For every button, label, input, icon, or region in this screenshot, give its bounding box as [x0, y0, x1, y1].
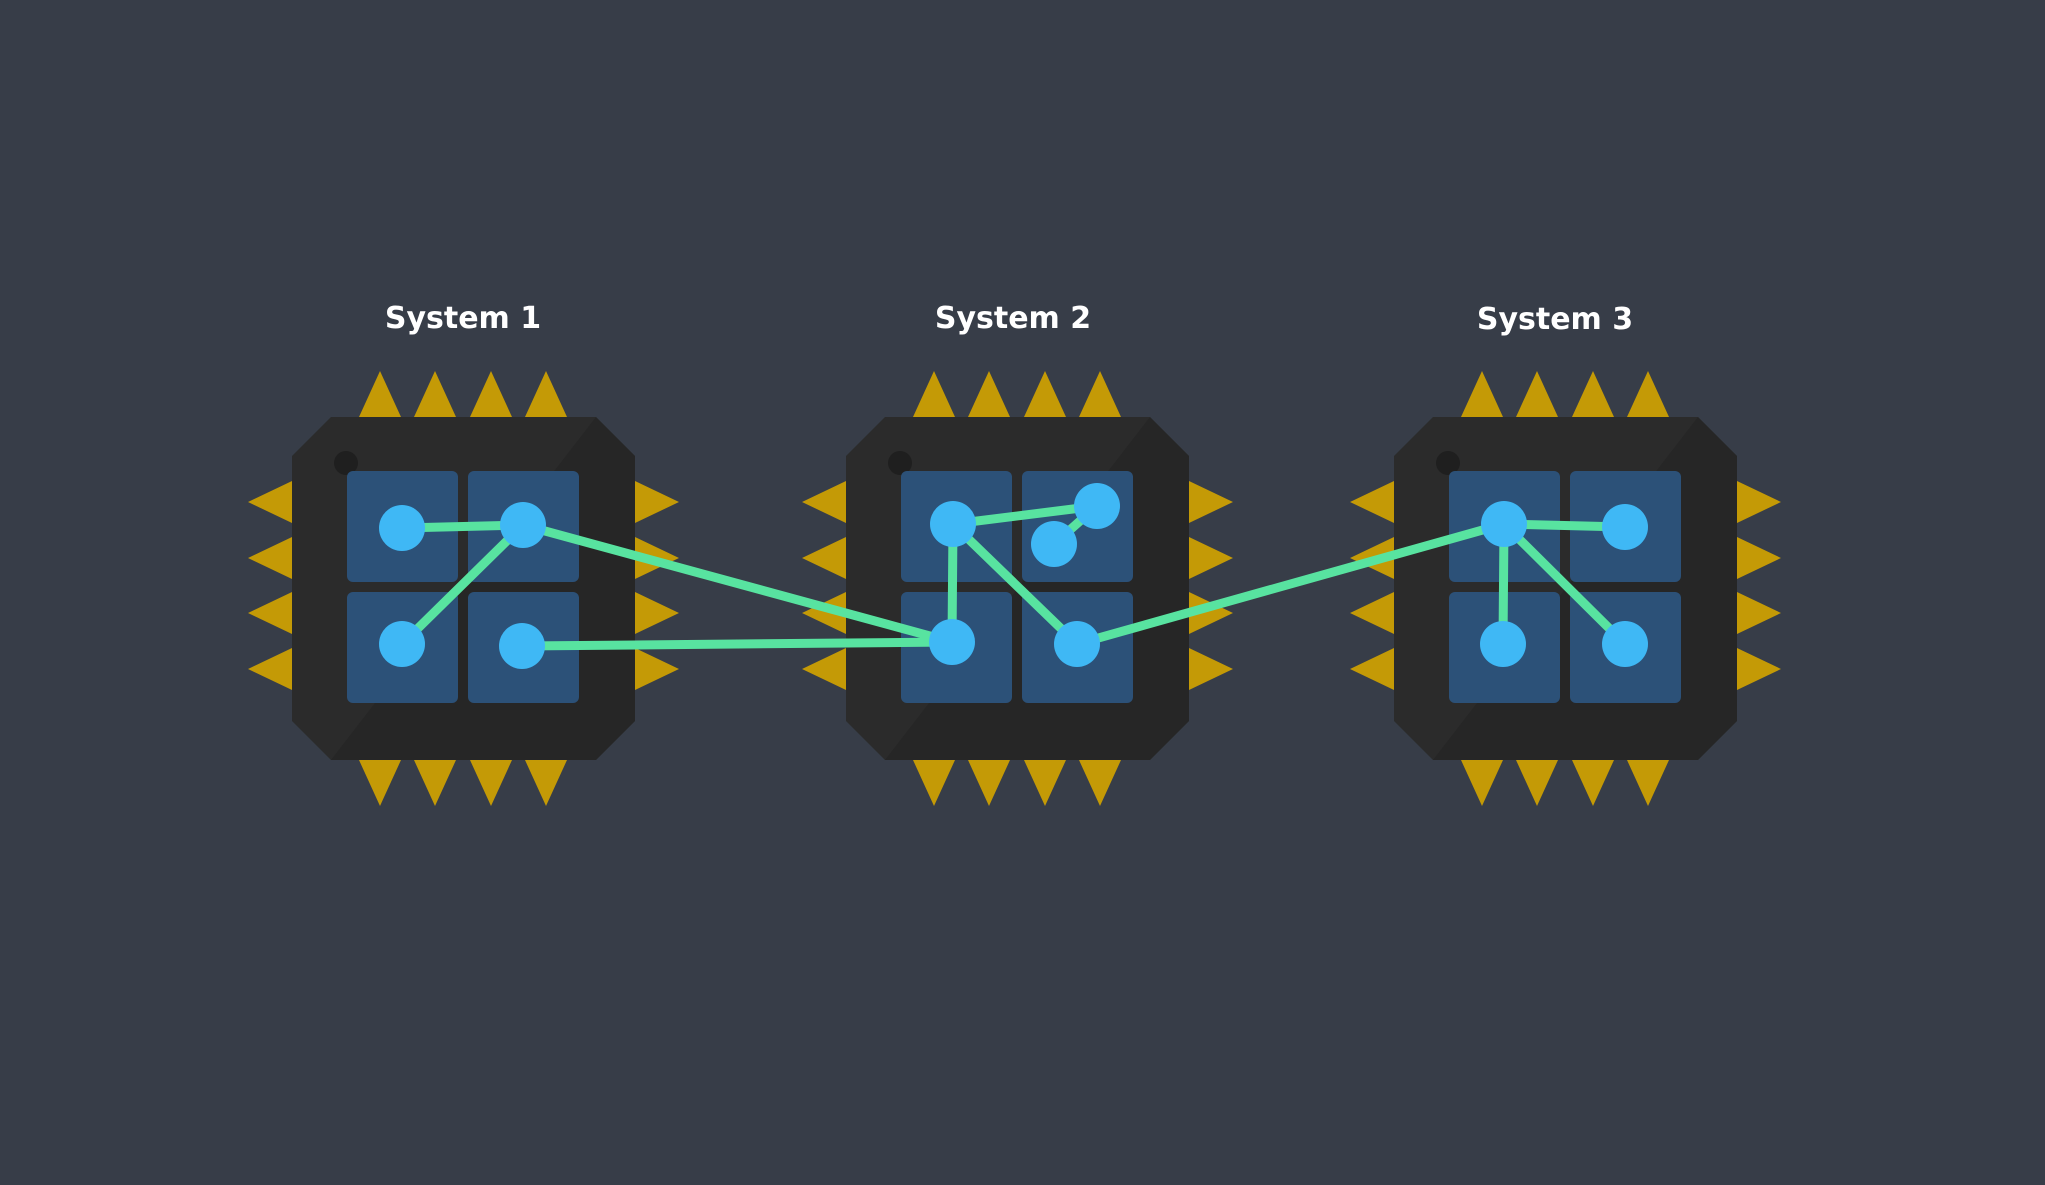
- chip-3-pin-left-3: [1350, 592, 1394, 634]
- chip-1-pin-bottom-3: [470, 760, 512, 806]
- chip-1-pin-right-1: [635, 481, 679, 523]
- chip-3-pin-left-4: [1350, 648, 1394, 690]
- link-s2a-s2b: [948, 501, 1102, 529]
- node-s3b: [1602, 504, 1648, 550]
- system-3-title: System 3: [1477, 302, 1633, 337]
- link-s1d-s2d: [517, 637, 957, 651]
- node-s2b: [1074, 483, 1120, 529]
- node-s2c: [1031, 521, 1077, 567]
- system-2-title: System 2: [935, 301, 1091, 336]
- chip-1-pin-top-2: [414, 371, 456, 417]
- chip-3-pin-bottom-1: [1461, 760, 1503, 806]
- node-s3a: [1481, 501, 1527, 547]
- chip-1-pin-top-3: [470, 371, 512, 417]
- node-s2a: [930, 501, 976, 547]
- chip-2-pin-left-1: [802, 481, 846, 523]
- chip-2-pin-top-1: [913, 371, 955, 417]
- chip-3-pin-right-3: [1737, 592, 1781, 634]
- chip-3-pin-right-4: [1737, 648, 1781, 690]
- node-s3d: [1602, 621, 1648, 667]
- chip-3-pin-top-3: [1572, 371, 1614, 417]
- chip-2-pin-right-2: [1189, 537, 1233, 579]
- link-s2a-s2e: [948, 519, 1082, 649]
- chip-3-pin-top-4: [1627, 371, 1669, 417]
- chip-1-pin-right-3: [635, 592, 679, 634]
- chip-2-pin-top-4: [1079, 371, 1121, 417]
- chip-3-pin-top-1: [1461, 371, 1503, 417]
- chip-2-pin-left-4: [802, 648, 846, 690]
- chip-1-pin-bottom-1: [359, 760, 401, 806]
- link-s3a-s3d: [1499, 519, 1630, 649]
- chip-2-pin-top-3: [1024, 371, 1066, 417]
- chip-3-pin-bottom-2: [1516, 760, 1558, 806]
- chip-1-pin-bottom-4: [525, 760, 567, 806]
- node-s1a: [379, 505, 425, 551]
- chip-2-pin-left-3: [802, 592, 846, 634]
- chip-3-orientation-dot: [1436, 451, 1460, 475]
- chip-2-pin-right-3: [1189, 592, 1233, 634]
- chips-layer: [248, 371, 1781, 806]
- link-s2e-s3a: [1072, 519, 1509, 649]
- system-1-title: System 1: [385, 301, 541, 336]
- chip-2-pin-right-4: [1189, 648, 1233, 690]
- chip-2-orientation-dot: [888, 451, 912, 475]
- chip-2-pin-top-2: [968, 371, 1010, 417]
- chip-1-pin-left-1: [248, 481, 292, 523]
- chip-1-pin-right-4: [635, 648, 679, 690]
- chip-3-pin-top-2: [1516, 371, 1558, 417]
- node-s2d: [929, 619, 975, 665]
- node-s1c: [379, 621, 425, 667]
- chip-3-pin-left-1: [1350, 481, 1394, 523]
- link-s1b-s2d: [518, 520, 957, 647]
- nodes-layer: [379, 483, 1648, 669]
- node-s2e: [1054, 621, 1100, 667]
- chip-1-pin-bottom-2: [414, 760, 456, 806]
- titles-layer: System 1 System 2 System 3: [385, 301, 1633, 337]
- chip-3-pin-right-1: [1737, 481, 1781, 523]
- link-s1b-s1c: [397, 520, 528, 649]
- chip-2-pin-bottom-3: [1024, 760, 1066, 806]
- node-s1d: [499, 623, 545, 669]
- chip-1-pin-left-3: [248, 592, 292, 634]
- chip-3-pin-bottom-3: [1572, 760, 1614, 806]
- chip-1-orientation-dot: [334, 451, 358, 475]
- chip-2-pin-left-2: [802, 537, 846, 579]
- chip-3-pin-right-2: [1737, 537, 1781, 579]
- chip-2-pin-bottom-2: [968, 760, 1010, 806]
- chip-2-pin-bottom-4: [1079, 760, 1121, 806]
- chip-1-pin-top-4: [525, 371, 567, 417]
- chip-1-pin-left-4: [248, 648, 292, 690]
- chip-3-pin-bottom-4: [1627, 760, 1669, 806]
- chip-1-pin-top-1: [359, 371, 401, 417]
- chip-2-pin-right-1: [1189, 481, 1233, 523]
- node-s1b: [500, 502, 546, 548]
- node-s3c: [1480, 621, 1526, 667]
- chip-1-pin-left-2: [248, 537, 292, 579]
- chip-2-pin-bottom-1: [913, 760, 955, 806]
